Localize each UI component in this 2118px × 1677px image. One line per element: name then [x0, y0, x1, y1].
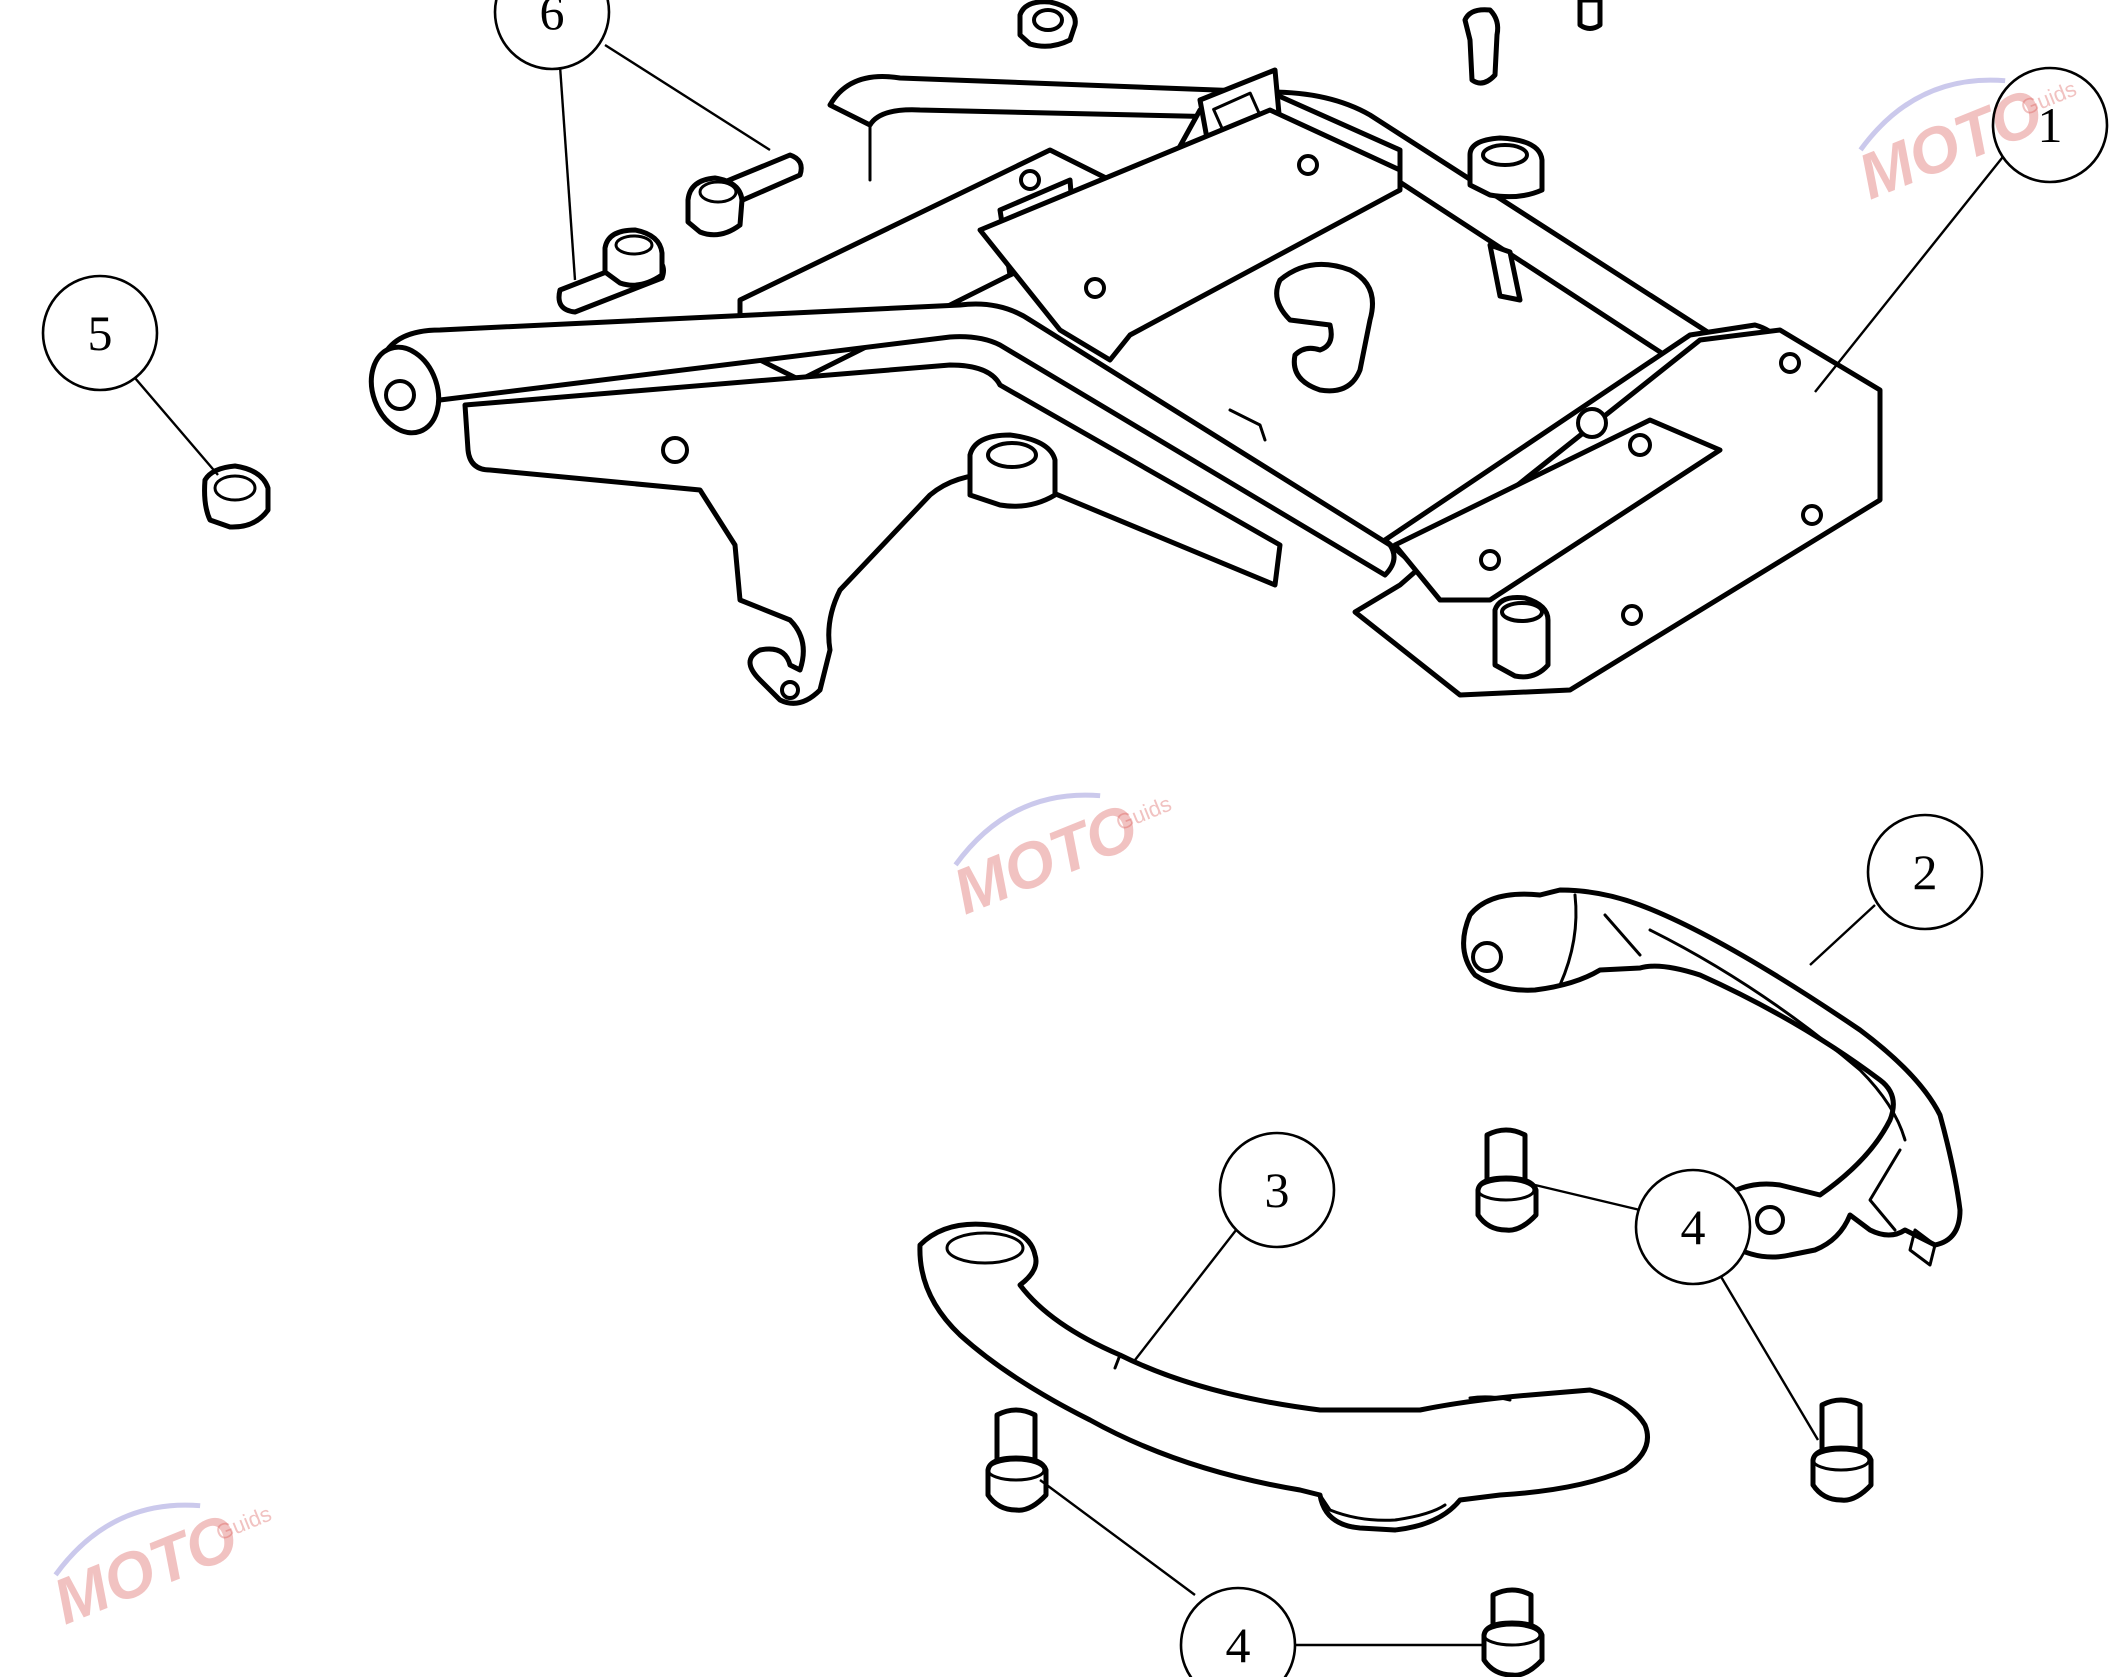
callout-4-bottom-label: 4: [1226, 1617, 1251, 1673]
callout-4-right: 4: [1634, 1168, 1752, 1286]
callout-2-label: 2: [1913, 844, 1938, 900]
flange-bolt-3: [985, 1407, 1049, 1513]
callout-4-right-label: 4: [1681, 1199, 1706, 1255]
main-frame-part: [368, 67, 1883, 706]
callout-4-bottom: 4: [1179, 1586, 1297, 1677]
leader-4a-lower: [1718, 1274, 1820, 1441]
flange-bolt-1: [1475, 1127, 1539, 1233]
leader-lines: [134, 43, 2011, 1647]
leader-4b-upper: [1039, 1479, 1196, 1596]
callout-5-label: 5: [88, 305, 113, 361]
callout-5: 5: [41, 274, 159, 392]
leader-4a-upper: [1534, 1183, 1641, 1212]
bolt-group-part-6: [556, 0, 1603, 315]
callout-6-label: 6: [540, 0, 565, 40]
flange-bolt-2: [1810, 1397, 1874, 1503]
leader-5: [134, 377, 219, 476]
leader-2: [1809, 904, 1876, 966]
leader-1: [1814, 147, 2011, 393]
bolt-upper: [685, 152, 804, 238]
callout-1-label: 1: [2038, 97, 2063, 153]
nut-part-5: [202, 463, 271, 530]
flange-bolt-4: [1481, 1587, 1545, 1677]
watermark-center: MOTO Guids: [943, 790, 1175, 928]
callout-1: 1: [1991, 66, 2109, 184]
leader-3: [1134, 1224, 1241, 1361]
callout-6: 6: [493, 0, 611, 71]
flange-bolts-part-4: [985, 1127, 1874, 1677]
leader-6b: [558, 65, 577, 281]
watermark-bottom-left: MOTO Guids: [43, 1500, 275, 1638]
callout-2: 2: [1866, 813, 1984, 931]
bolt-lower: [556, 227, 666, 315]
callout-3-label: 3: [1265, 1162, 1290, 1218]
leader-6a: [604, 43, 771, 152]
callout-3: 3: [1218, 1131, 1336, 1249]
left-brace-part-3: [917, 1221, 1650, 1533]
